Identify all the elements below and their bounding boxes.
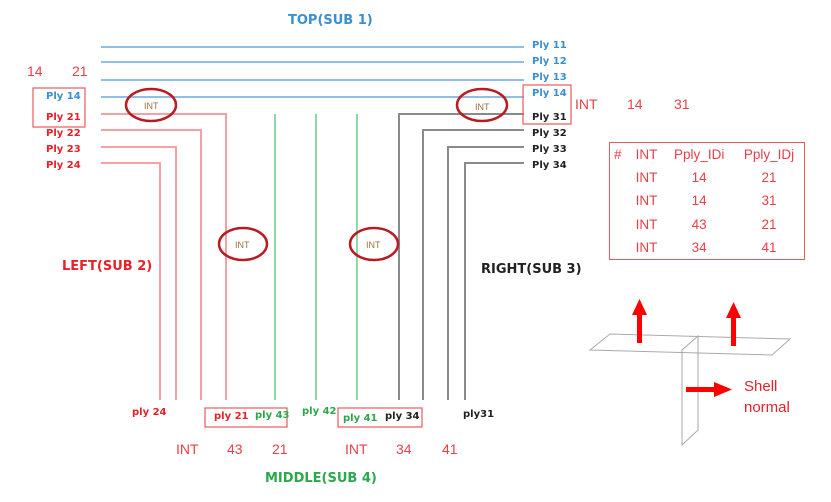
shell-normal-label: Shell normal [744, 376, 790, 418]
table-row: INT 14 21 [610, 166, 805, 189]
ply-line-24 [101, 162, 161, 400]
cell: INT [635, 239, 658, 255]
ply-line-34 [464, 162, 524, 400]
arrow-shaft-1 [637, 313, 642, 343]
shell-normal-line2: normal [744, 399, 790, 416]
bottom-left-int: INT [176, 441, 199, 457]
cell: 14 [691, 193, 707, 209]
bottom-ply-41: ply 41 [343, 413, 378, 424]
ply-label-34: Ply 34 [532, 160, 567, 171]
cell: 34 [691, 239, 707, 255]
bottom-ply-34: ply 34 [385, 411, 420, 422]
cell: 31 [761, 193, 777, 209]
ply-line-33 [447, 146, 524, 400]
int-ellipse-43-21 [217, 226, 269, 262]
right-pair-b: 31 [674, 96, 690, 112]
int-ellipse-14-21 [124, 87, 178, 123]
ply-line-23 [101, 146, 177, 400]
bottom-ply-24: ply 24 [132, 407, 167, 418]
ply-line-32 [422, 129, 524, 400]
title-left: LEFT(SUB 2) [62, 259, 153, 274]
cell: INT [635, 193, 658, 209]
int-text-3: INT [235, 240, 250, 250]
int-text-2: INT [475, 102, 490, 112]
bottom-ply-43: ply 43 [255, 410, 290, 421]
right-ply-lines [398, 113, 524, 400]
ply-label-11: Ply 11 [532, 40, 567, 51]
bottom-left-b: 21 [272, 441, 288, 457]
bottom-left-a: 43 [227, 441, 243, 457]
col-pply-idj: Pply_IDj [743, 147, 795, 163]
ply-label-14-right: Ply 14 [532, 88, 567, 99]
arrow-shaft-2 [731, 316, 736, 346]
arrow-head-1 [632, 299, 647, 315]
table-row: INT 43 21 [610, 213, 805, 236]
cell [610, 236, 629, 260]
ply-label-12: Ply 12 [532, 56, 567, 67]
bottom-ply-21: ply 21 [214, 411, 249, 422]
cell: 41 [761, 239, 777, 255]
cell [610, 213, 629, 236]
right-pair-int: INT [575, 96, 598, 112]
middle-ply-lines [274, 114, 358, 400]
ply-line-21 [101, 113, 227, 400]
int-ellipse-14-31 [455, 87, 509, 123]
ply-label-22: Ply 22 [46, 128, 81, 139]
web-plane [681, 334, 699, 447]
col-hash: # [614, 147, 622, 163]
title-top: TOP(SUB 1) [288, 13, 373, 28]
left-pair-box [32, 87, 86, 128]
cell: 21 [761, 216, 777, 232]
cell [610, 189, 629, 212]
int-text-4: INT [366, 240, 381, 250]
bottom-right-a: 34 [396, 441, 412, 457]
title-middle: MIDDLE(SUB 4) [265, 471, 377, 486]
normal-arrows [632, 299, 741, 397]
ply-label-24: Ply 24 [46, 160, 81, 171]
shell-sketch [588, 333, 792, 447]
bottom-right-int: INT [345, 441, 368, 457]
ply-line-22 [101, 129, 202, 400]
col-int: INT [635, 147, 658, 163]
ply-label-31: Ply 31 [532, 112, 567, 123]
ply-line-31 [398, 113, 524, 400]
table-row: INT 34 41 [610, 236, 805, 260]
right-pair-box [522, 84, 572, 125]
ply-label-32: Ply 32 [532, 128, 567, 139]
bottom-right-b: 41 [442, 441, 458, 457]
shell-normal-line1: Shell [744, 378, 778, 395]
table-header-row: # INT Pply_IDi Pply_IDj [610, 143, 805, 167]
bottom-left-pair-box [204, 407, 288, 428]
ply-label-21: Ply 21 [46, 112, 81, 123]
arrow-shaft-3 [686, 387, 716, 392]
col-pply-idi: Pply_IDi [674, 147, 725, 163]
arrow-head-2 [726, 302, 741, 318]
cell: 14 [691, 170, 707, 186]
right-pair-a: 14 [627, 96, 643, 112]
int-ellipse-34-41 [348, 226, 400, 262]
top-flange-plane [588, 333, 792, 356]
ply-label-23: Ply 23 [46, 144, 81, 155]
left-pair-b: 21 [72, 63, 88, 79]
cell: 21 [761, 170, 777, 186]
cell [610, 166, 629, 189]
cell: INT [635, 216, 658, 232]
arrow-head-3 [714, 382, 732, 397]
ply-label-33: Ply 33 [532, 144, 567, 155]
ply-label-14-left: Ply 14 [46, 91, 81, 102]
table-row: INT 14 31 [610, 189, 805, 212]
left-pair-a: 14 [27, 63, 43, 79]
int-text-1: INT [144, 101, 159, 111]
left-ply-lines [101, 113, 227, 400]
cell: 43 [691, 216, 707, 232]
title-right: RIGHT(SUB 3) [481, 262, 582, 277]
ply-label-13: Ply 13 [532, 72, 567, 83]
int-pairs-table: # INT Pply_IDi Pply_IDj INT 14 21 INT 14… [609, 142, 805, 260]
bottom-ply-42: ply 42 [302, 406, 337, 417]
cell: INT [635, 170, 658, 186]
top-ply-lines [101, 46, 524, 98]
bottom-right-pair-box [337, 407, 423, 428]
bottom-ply-31: ply31 [463, 409, 495, 420]
